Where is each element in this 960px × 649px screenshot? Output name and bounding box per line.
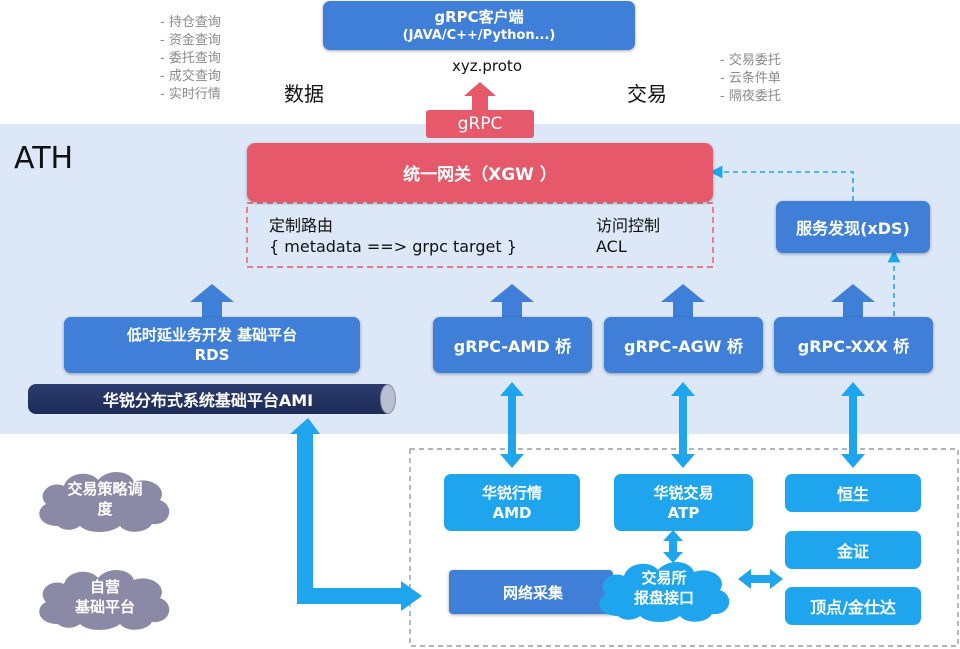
query-list: - 持仓查询 - 资金查询 - 委托查询 - 成交查询 - 实时行情 [160, 14, 270, 104]
grpc-client-subtitle: (JAVA/C++/Python...) [402, 28, 556, 43]
access-detail: ACL [596, 237, 627, 256]
xxx-bridge-link [841, 382, 865, 468]
amd-line2: AMD [492, 503, 532, 522]
xds-to-gateway-arrow [709, 165, 854, 201]
agw-bridge-link [671, 382, 695, 468]
dd-box[interactable]: 顶点/金仕达 [785, 587, 921, 625]
gateway-box[interactable]: 统一网关（XGW ） [247, 143, 713, 202]
up-arrow-xxx [831, 284, 875, 318]
grpc-client-box[interactable]: gRPC客户端 (JAVA/C++/Python...) [323, 1, 635, 50]
bridge-amd-box[interactable]: gRPC-AMD 桥 [433, 317, 592, 373]
amd-bridge-link [500, 382, 524, 468]
atp-line2: ATP [667, 503, 700, 522]
up-arrow-red [464, 82, 496, 112]
up-arrow-amd [490, 284, 534, 318]
strategy-line1: 交易策略调 [67, 480, 143, 498]
rds-line2: RDS [194, 346, 230, 364]
hs-box[interactable]: 恒生 [785, 474, 921, 512]
routing-info: 定制路由 { metadata ==> grpc target } [269, 215, 517, 257]
exchange-line2: 报盘接口 [633, 589, 694, 607]
bridge-xxx-box[interactable]: gRPC-XXX 桥 [774, 317, 933, 373]
query-item: - 持仓查询 [160, 15, 221, 30]
trade-label: 交易 [627, 82, 667, 106]
strategy-cloud[interactable]: 交易策略调 度 [30, 468, 180, 532]
bridge-agw-box[interactable]: gRPC-AGW 桥 [604, 317, 763, 373]
strategy-line2: 度 [97, 500, 113, 518]
jz-box[interactable]: 金证 [785, 531, 921, 569]
query-item: - 成交查询 [160, 69, 221, 84]
trade-list: - 交易委托 - 云条件单 - 隔夜委托 [720, 52, 830, 106]
atp-line1: 华锐交易 [653, 483, 714, 502]
bidirectional-arrows [290, 382, 865, 611]
query-item: - 实时行情 [160, 87, 221, 102]
strategy-cloud-icon [39, 471, 170, 532]
routing-title: 定制路由 [269, 216, 334, 235]
query-item: - 委托查询 [160, 51, 221, 66]
ami-label: 华锐分布式系统基础平台AMI [102, 391, 314, 410]
trade-item: - 交易委托 [720, 53, 781, 68]
query-item: - 资金查询 [160, 33, 221, 48]
routing-detail: { metadata ==> grpc target } [269, 237, 517, 256]
up-arrow-rds [190, 284, 234, 318]
amd-line1: 华锐行情 [481, 483, 542, 502]
exchange-cloud-icon [599, 561, 730, 622]
data-label: 数据 [284, 82, 324, 106]
exchange-broker-link [738, 569, 783, 589]
ath-label: ATH [14, 141, 74, 176]
self-line1: 自营 [89, 578, 120, 596]
exchange-cloud[interactable]: 交易所 报盘接口 [588, 556, 740, 624]
rds-box[interactable]: 低时延业务开发 基础平台 RDS [64, 317, 360, 373]
up-arrow-agw [661, 284, 705, 318]
self-cloud-icon [39, 569, 170, 630]
trade-item: - 云条件单 [720, 71, 781, 86]
service-discovery-box[interactable]: 服务发现(xDS) [776, 201, 930, 253]
access-info: 访问控制 ACL [596, 215, 660, 257]
exchange-line1: 交易所 [641, 569, 687, 587]
self-cloud[interactable]: 自营 基础平台 [30, 566, 180, 630]
rds-line1: 低时延业务开发 基础平台 [126, 326, 298, 344]
net-capture-box[interactable]: 网络采集 [449, 570, 613, 614]
ami-bar[interactable]: 华锐分布式系统基础平台AMI [28, 384, 396, 414]
ami-to-net-arrow [290, 418, 422, 611]
routing-dashed-box [246, 202, 714, 268]
atp-exchange-link [663, 530, 683, 563]
access-title: 访问控制 [596, 216, 661, 235]
trade-item: - 隔夜委托 [720, 89, 781, 104]
grpc-tag: gRPC [426, 110, 534, 138]
amd-box[interactable]: 华锐行情 AMD [444, 474, 580, 531]
proto-label: xyz.proto [452, 57, 522, 75]
self-line2: 基础平台 [74, 598, 135, 616]
atp-box[interactable]: 华锐交易 ATP [614, 474, 753, 531]
grpc-client-title: gRPC客户端 [434, 8, 524, 26]
